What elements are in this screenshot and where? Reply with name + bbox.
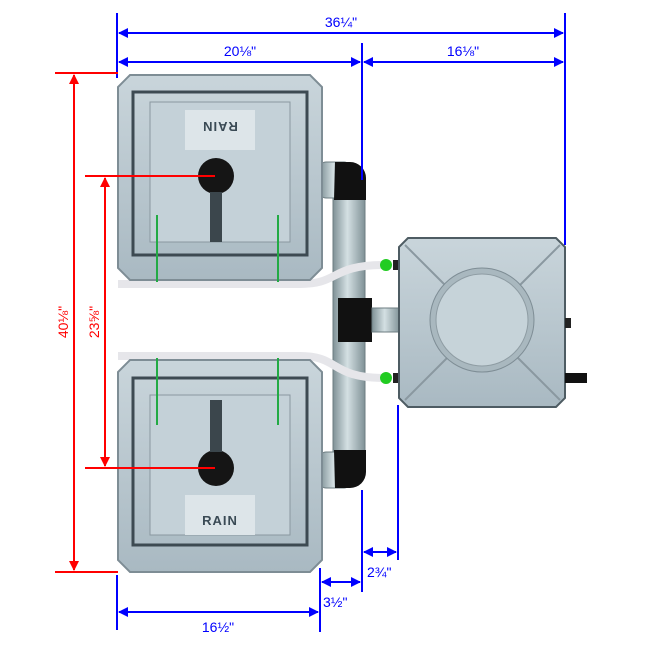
bottom-tank: RAIN (117, 358, 323, 573)
pipe-pump-gap-label: 2¾" (367, 564, 391, 580)
tanks-width-label: 20⅛" (224, 43, 256, 59)
connector-top (380, 259, 392, 271)
bottom-tank-outlet (198, 450, 234, 486)
overall-width-label: 36¼" (325, 14, 357, 30)
pump-width-label: 16⅛" (447, 43, 479, 59)
horizontal-dimensions (116, 13, 566, 632)
tank-pipe-gap-label: 3½" (323, 594, 347, 610)
connector-bottom (380, 372, 392, 384)
bottom-tank-logo: RAIN (202, 513, 238, 528)
pump-reservoir (398, 237, 587, 408)
vertical-dimensions (55, 72, 215, 573)
top-tank-outlet (198, 158, 234, 194)
overall-height-label: 40⅛" (55, 306, 71, 338)
outlet-spacing-label: 23⅝" (86, 306, 102, 338)
bottom-elbow-fitting (334, 450, 366, 488)
top-tank-logo: RAIN (202, 119, 238, 134)
top-elbow-fitting (334, 162, 366, 200)
top-tank: RAIN (117, 74, 323, 282)
tee-fitting (338, 298, 372, 342)
tank-width-label: 16½" (202, 619, 234, 635)
manifold-pipe (319, 161, 401, 489)
hoses (118, 259, 401, 384)
